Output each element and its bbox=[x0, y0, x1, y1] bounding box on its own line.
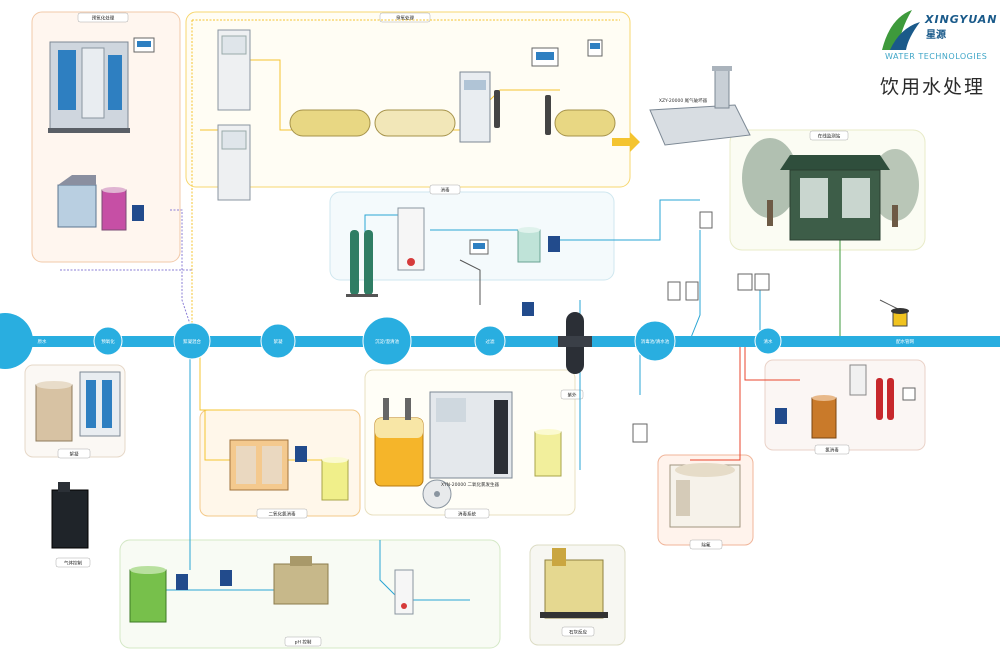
svg-text:配水管网: 配水管网 bbox=[896, 338, 914, 345]
svg-text:清水: 清水 bbox=[764, 338, 773, 345]
section-title-uv: 紫外 bbox=[568, 392, 577, 399]
node-coagulation[interactable]: 絮凝混合 bbox=[173, 322, 211, 360]
salt-dissolving-disk bbox=[422, 479, 452, 509]
svg-text:预氧化: 预氧化 bbox=[101, 338, 115, 345]
coagulant-tank bbox=[35, 381, 73, 442]
section-title-chlorine-dioxide: 二氧化氯消毒 bbox=[269, 511, 296, 518]
section-title-tags: 预氧化处理 臭氧处理 消毒 絮凝 二氧化氯消毒 消毒系统 pH 控制 紫外 氯消… bbox=[55, 12, 850, 647]
oxygen-cabinets[interactable] bbox=[217, 29, 251, 201]
contact-reactor[interactable] bbox=[374, 398, 424, 487]
hypochlorite-tank-right bbox=[811, 395, 837, 439]
svg-text:絮凝: 絮凝 bbox=[274, 338, 283, 345]
section-chlorine-panel bbox=[764, 359, 926, 451]
trees bbox=[742, 138, 919, 227]
svg-text:絮凝混合: 絮凝混合 bbox=[183, 338, 201, 345]
svg-text:消毒池/清水池: 消毒池/清水池 bbox=[641, 338, 670, 345]
brand-logo-mark bbox=[882, 10, 920, 50]
pipeline-nodes: 原水 预氧化 絮凝混合 絮凝 沉淀/澄清池 过滤 消毒池/清水池 清水 bbox=[38, 316, 914, 366]
ozone-destruct-unit[interactable] bbox=[649, 66, 751, 146]
monitor-panels-top bbox=[531, 39, 603, 67]
section-title-top-center: 臭氧处理 bbox=[396, 15, 414, 22]
svg-text:过滤: 过滤 bbox=[486, 338, 495, 345]
ph-dosing-pumps[interactable] bbox=[176, 570, 232, 590]
svg-text:原水: 原水 bbox=[38, 338, 47, 345]
svg-text:沉淀/澄清池: 沉淀/澄清池 bbox=[375, 338, 400, 345]
oxygen-cylinders bbox=[494, 90, 551, 135]
section-title-disinfection-gen: 消毒系统 bbox=[458, 511, 476, 518]
analyzer-panels-right bbox=[632, 211, 770, 443]
gas-control-unit[interactable] bbox=[51, 482, 89, 549]
chlorine-cylinders[interactable] bbox=[346, 230, 378, 297]
flow-arrow-to-destruct bbox=[612, 132, 640, 152]
node-raw-water[interactable]: 原水 bbox=[38, 338, 47, 345]
section-title-hut: 在线监测站 bbox=[818, 133, 841, 140]
chlorinator-panel[interactable] bbox=[397, 207, 425, 271]
section-title-top-left: 预氧化处理 bbox=[92, 15, 115, 22]
section-title-coag: 絮凝 bbox=[70, 451, 79, 458]
chemical-tanks-top-left bbox=[57, 175, 144, 231]
node-filtration[interactable]: 过滤 bbox=[474, 325, 506, 357]
ozone-dosing-skid[interactable] bbox=[48, 41, 130, 133]
section-title-lime: 石灰反应 bbox=[569, 629, 587, 636]
brand-tagline: WATER TECHNOLOGIES bbox=[885, 52, 988, 61]
ozone-generator-vessels[interactable] bbox=[289, 109, 616, 137]
ph-analyzer bbox=[394, 569, 414, 615]
section-top-center-panel bbox=[185, 11, 631, 188]
fluoride-removal-unit[interactable] bbox=[669, 463, 741, 528]
node-settling[interactable]: 沉淀/澄清池 bbox=[362, 316, 412, 366]
section-title-gas-control: 气体控制 bbox=[64, 560, 82, 567]
gas-detector bbox=[469, 239, 489, 255]
ozone-control-cabinet[interactable] bbox=[459, 71, 491, 143]
lime-reaction-tank[interactable] bbox=[540, 548, 608, 619]
section-title-middle: 消毒 bbox=[441, 187, 450, 194]
node-sedimentation[interactable]: 絮凝 bbox=[260, 323, 296, 359]
distribution-valve bbox=[891, 308, 909, 327]
caustic-tank bbox=[129, 566, 167, 623]
label-clo2-generator: XYN-20000 二氧化氯发生器 bbox=[441, 481, 500, 488]
chlorine-dosing-right[interactable] bbox=[775, 364, 916, 424]
acid-tank bbox=[321, 457, 349, 501]
node-distribution[interactable]: 配水管网 bbox=[896, 338, 914, 345]
svg-text:XYN-20000 二氧化氯发生器: XYN-20000 二氧化氯发生器 bbox=[441, 481, 500, 488]
page-title: 饮用水处理 bbox=[880, 76, 986, 98]
brand-name-cn: 星源 bbox=[926, 30, 946, 41]
brine-tank bbox=[534, 429, 562, 477]
section-title-chlorine: 氯消毒 bbox=[825, 447, 839, 454]
uv-reactor[interactable] bbox=[558, 312, 592, 374]
svg-text:XZY-20000 尾气破坏器: XZY-20000 尾气破坏器 bbox=[659, 97, 708, 104]
section-title-ph: pH 控制 bbox=[295, 639, 312, 646]
label-ozone-destruct: XZY-20000 尾气破坏器 bbox=[659, 97, 708, 104]
coagulant-dosing-rack[interactable] bbox=[79, 371, 121, 437]
hypochlorite-tank-middle bbox=[517, 227, 560, 263]
booster-pump bbox=[522, 302, 534, 316]
brand-name: XINGYUAN bbox=[925, 13, 998, 26]
node-clearwell[interactable]: 清水 bbox=[754, 327, 782, 355]
lime-feeder[interactable] bbox=[273, 556, 329, 605]
monitor-panel-icon bbox=[133, 37, 155, 53]
clo2-generator-units[interactable] bbox=[229, 439, 307, 491]
clo2-generator-skid[interactable] bbox=[429, 391, 513, 479]
monitoring-hut[interactable] bbox=[780, 155, 890, 241]
node-pre-oxidation[interactable]: 预氧化 bbox=[93, 326, 123, 356]
section-title-fluoride: 除氟 bbox=[702, 542, 711, 549]
node-disinfection[interactable]: 消毒池/清水池 bbox=[634, 320, 676, 362]
raw-water-intake bbox=[0, 313, 33, 369]
